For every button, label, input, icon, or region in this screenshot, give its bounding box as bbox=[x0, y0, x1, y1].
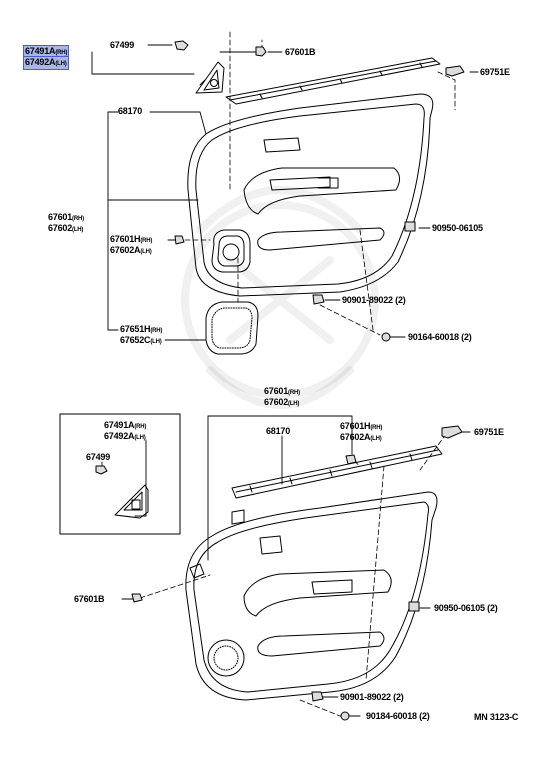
label-rear-67499[interactable]: 67499 bbox=[86, 452, 111, 462]
label-rear-67602A[interactable]: 67602A(LH) bbox=[340, 432, 382, 442]
label-rear-69751E[interactable]: 69751E bbox=[474, 427, 504, 437]
diagram-code: MN 3123-C bbox=[474, 712, 519, 722]
label-67651H[interactable]: 67651H(RH) bbox=[120, 324, 163, 334]
inset-box bbox=[59, 413, 181, 535]
rear-clip-67499 bbox=[95, 465, 108, 475]
label-67601B[interactable]: 67601B bbox=[285, 47, 316, 57]
label-67492A[interactable]: 67492A(LH) bbox=[23, 56, 69, 70]
label-rear-67492A[interactable]: 67492A(LH) bbox=[104, 431, 146, 441]
guides-front-top bbox=[184, 31, 456, 336]
weatherstrip-rear bbox=[231, 445, 443, 525]
label-90164-60018[interactable]: 90164-60018 (2) bbox=[408, 332, 472, 342]
clip-69751E bbox=[445, 65, 465, 77]
watermark-emblem bbox=[181, 186, 379, 409]
clip-67499 bbox=[174, 40, 189, 51]
label-rear-90184-60018[interactable]: 90184-60018 (2) bbox=[366, 711, 430, 721]
label-rear-68170[interactable]: 68170 bbox=[266, 426, 291, 436]
label-67602A[interactable]: 67602A(LH) bbox=[110, 245, 152, 255]
label-rear-67601[interactable]: 67601(RH) bbox=[264, 386, 300, 396]
label-rear-90901-89022[interactable]: 90901-89022 (2) bbox=[340, 692, 404, 702]
door-panel-rear bbox=[185, 491, 438, 701]
label-67499[interactable]: 67499 bbox=[110, 40, 135, 50]
label-rear-67491A[interactable]: 67491A(RH) bbox=[104, 420, 147, 430]
fasteners-front bbox=[174, 221, 416, 342]
label-rear-67601H[interactable]: 67601H(RH) bbox=[340, 421, 383, 431]
speaker-grille-front bbox=[205, 301, 259, 355]
label-rear-90950-06105[interactable]: 90950-06105 (2) bbox=[434, 603, 498, 613]
label-69751E[interactable]: 69751E bbox=[480, 67, 510, 77]
label-90901-89022[interactable]: 90901-89022 (2) bbox=[342, 295, 406, 305]
label-67601[interactable]: 67601(RH) bbox=[48, 212, 84, 222]
label-67602[interactable]: 67602(LH) bbox=[48, 223, 84, 233]
leaders-front-top bbox=[91, 44, 479, 341]
label-67601H[interactable]: 67601H(RH) bbox=[110, 234, 153, 244]
weatherstrip-front bbox=[225, 57, 441, 105]
rear-mirror-trim bbox=[114, 484, 149, 519]
mirror-trim-piece bbox=[195, 61, 225, 94]
label-68170[interactable]: 68170 bbox=[118, 106, 143, 116]
label-67652C[interactable]: 67652C(LH) bbox=[120, 335, 162, 345]
fasteners-rear bbox=[131, 593, 420, 721]
label-rear-67601B[interactable]: 67601B bbox=[74, 594, 105, 604]
door-panel-front bbox=[187, 93, 434, 297]
leaders-rear bbox=[121, 415, 471, 717]
label-rear-67602[interactable]: 67602(LH) bbox=[264, 397, 300, 407]
label-67491A[interactable]: 67491A(RH) bbox=[22, 45, 70, 59]
rear-clip-69751E bbox=[441, 425, 463, 439]
clip-67601B bbox=[255, 46, 267, 57]
label-90950-06105[interactable]: 90950-06105 bbox=[432, 223, 483, 233]
rear-clip-67601H bbox=[345, 454, 357, 465]
